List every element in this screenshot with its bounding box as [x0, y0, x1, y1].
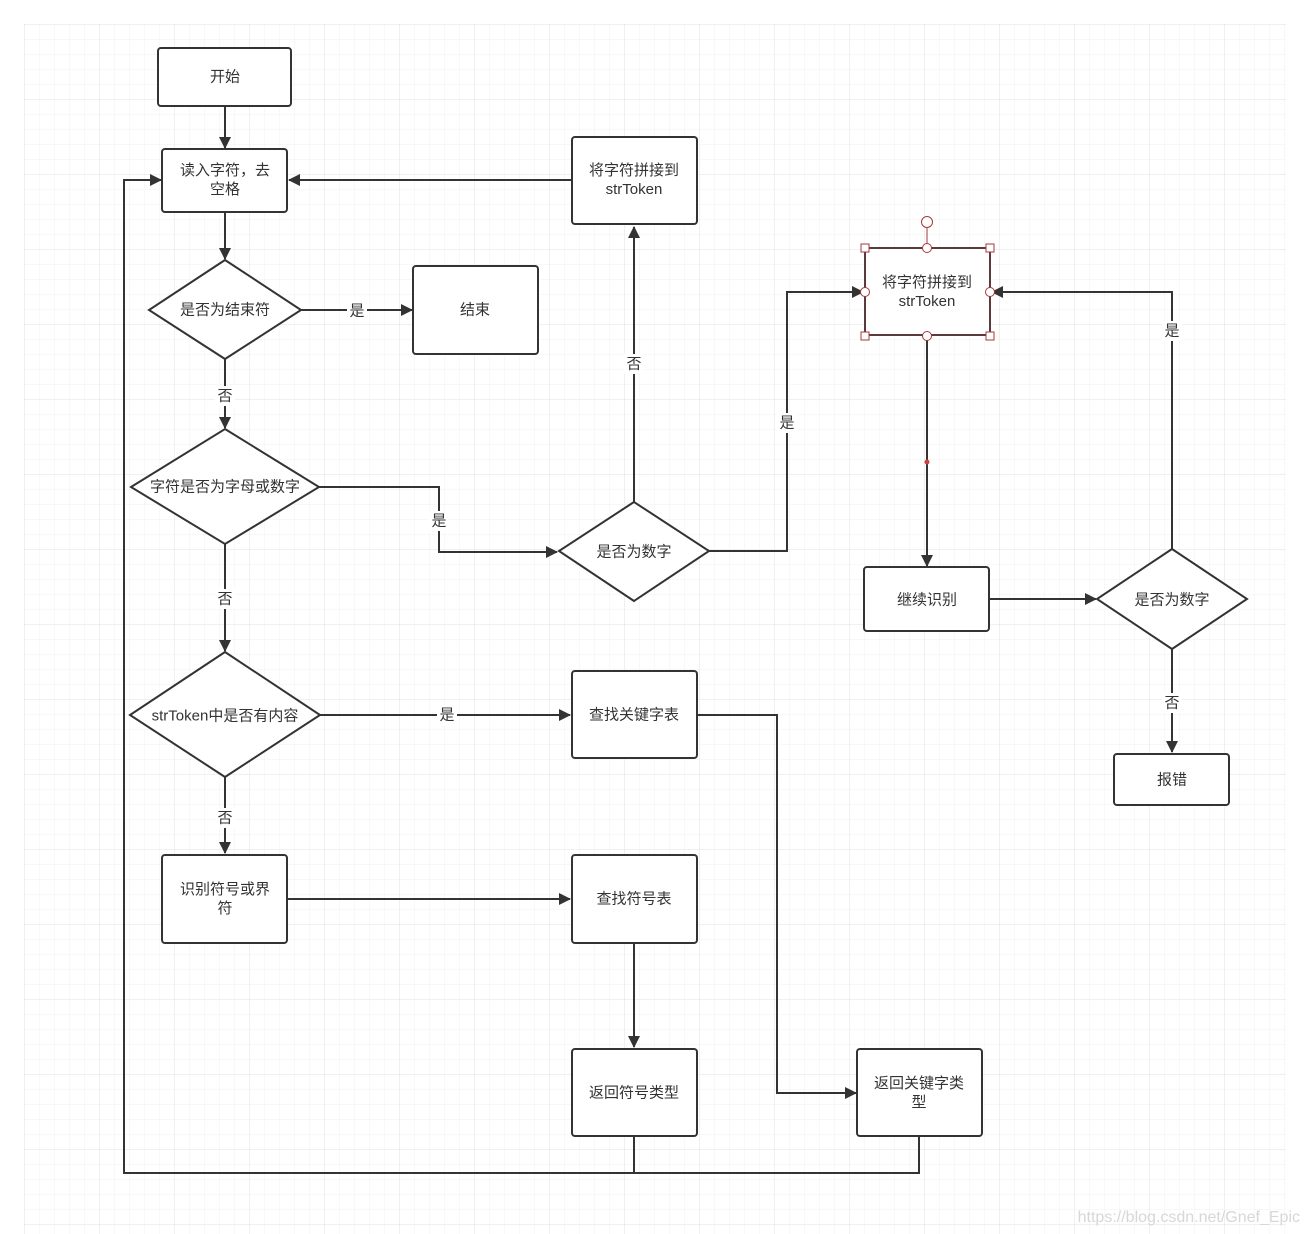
node-start[interactable]: 开始 — [157, 47, 292, 107]
node-label-line: 查找符号表 — [596, 891, 671, 908]
grid-background — [24, 24, 1286, 1234]
label-has-content-no: 否 — [217, 810, 232, 827]
connect-handle-left[interactable] — [860, 287, 870, 297]
node-lookup-keyword-text: 查找关键字表 — [589, 707, 679, 724]
rotate-handle[interactable] — [921, 216, 933, 228]
node-label-line: 型 — [911, 1094, 926, 1111]
node-label-line: 查找关键字表 — [589, 707, 679, 724]
node-report-error-text: 报错 — [1157, 772, 1187, 789]
node-return-symbol[interactable]: 返回符号类型 — [571, 1048, 698, 1137]
node-has-content-text: strToken中是否有内容 — [152, 708, 299, 725]
edge-midpoint-handle[interactable] — [924, 459, 930, 465]
label-is-digit-no: 否 — [626, 356, 641, 373]
resize-handle-tl[interactable] — [860, 243, 870, 253]
node-label-line: 将字符拼接到 — [882, 274, 972, 291]
node-end[interactable]: 结束 — [412, 265, 539, 355]
node-continue-recognize[interactable]: 继续识别 — [863, 566, 990, 632]
edge-return-symbol-to-read[interactable] — [123, 174, 635, 1174]
label-is-digit-right-no: 否 — [1164, 695, 1179, 712]
resize-handle-br[interactable] — [985, 331, 995, 341]
node-return-keyword-text: 返回关键字类型 — [874, 1075, 964, 1111]
label-is-alnum-yes: 是 — [431, 513, 446, 530]
node-concat-selected-text: 将字符拼接到 strToken — [882, 274, 972, 310]
resize-handle-tr[interactable] — [985, 243, 995, 253]
node-read-char[interactable]: 读入字符，去空格 — [161, 148, 288, 213]
label-is-alnum-no: 否 — [217, 591, 232, 608]
node-is-end[interactable]: 是否为结束符 — [147, 258, 303, 361]
node-report-error[interactable]: 报错 — [1113, 753, 1230, 806]
label-is-digit-yes: 是 — [779, 415, 794, 432]
node-label-line: 将字符拼接到 — [589, 162, 679, 179]
node-label-line: 结束 — [460, 302, 490, 319]
node-end-text: 结束 — [460, 302, 490, 319]
edge-lookup-keyword-to-return-keyword[interactable] — [697, 714, 857, 1099]
node-label-line: 返回符号类型 — [589, 1085, 679, 1102]
node-recognize-symbol[interactable]: 识别符号或界符 — [161, 854, 288, 944]
connect-handle-right[interactable] — [985, 287, 995, 297]
node-recognize-symbol-text: 识别符号或界符 — [180, 881, 270, 917]
node-is-digit-mid[interactable]: 是否为数字 — [557, 500, 711, 603]
watermark-text: https://blog.csdn.net/Gnef_Epic — [1078, 1209, 1300, 1226]
edge-return-keyword-to-bus[interactable] — [634, 1137, 920, 1174]
connect-handle-top[interactable] — [922, 243, 932, 253]
node-lookup-keyword[interactable]: 查找关键字表 — [571, 670, 698, 759]
connect-handle-bottom[interactable] — [922, 331, 932, 341]
node-is-end-text: 是否为结束符 — [180, 302, 270, 319]
node-label-line: 是否为结束符 — [180, 302, 270, 319]
node-label-line: 开始 — [210, 69, 240, 86]
node-label-line: 返回关键字类 — [874, 1075, 964, 1092]
node-start-text: 开始 — [210, 69, 240, 86]
node-label-line: 符 — [217, 900, 232, 917]
node-label-line: 是否为数字 — [596, 544, 671, 561]
node-is-digit-right[interactable]: 是否为数字 — [1095, 547, 1249, 651]
label-is-end-yes: 是 — [349, 303, 364, 320]
node-has-content[interactable]: strToken中是否有内容 — [128, 650, 322, 779]
resize-handle-bl[interactable] — [860, 331, 870, 341]
node-label-line: 继续识别 — [897, 592, 957, 609]
node-lookup-symbol-text: 查找符号表 — [596, 891, 671, 908]
nodes: 开始 读入字符，去空格 是否为结束符 结束 字符是否为字母或数字 将字符拼接到 s… — [128, 47, 1249, 1137]
node-label-line: strToken — [899, 293, 956, 310]
node-is-alnum-text: 字符是否为字母或数字 — [150, 479, 300, 496]
node-label-line: 空格 — [210, 181, 240, 198]
node-is-digit-right-text: 是否为数字 — [1134, 592, 1209, 609]
node-label-line: 是否为数字 — [1134, 592, 1209, 609]
node-concat-top-text: 将字符拼接到 strToken — [589, 162, 679, 198]
node-lookup-symbol[interactable]: 查找符号表 — [571, 854, 698, 944]
node-label-line: 字符是否为字母或数字 — [150, 479, 300, 496]
node-read-char-text: 读入字符，去空格 — [180, 162, 270, 198]
selection-handles[interactable] — [860, 216, 995, 341]
node-concat-top[interactable]: 将字符拼接到 strToken — [571, 136, 698, 225]
node-is-alnum[interactable]: 字符是否为字母或数字 — [129, 427, 321, 546]
node-label-line: 识别符号或界 — [180, 881, 270, 898]
label-has-content-yes: 是 — [439, 707, 454, 724]
node-label-line: strToken中是否有内容 — [152, 708, 299, 725]
label-is-digit-right-yes: 是 — [1164, 323, 1179, 340]
edge-labels: 是 否 是 否 否 是 是 否 是 否 — [215, 301, 1182, 828]
edge-is-digit-right-to-concat-selected[interactable] — [991, 286, 1173, 549]
node-return-keyword[interactable]: 返回关键字类型 — [856, 1048, 983, 1137]
label-is-end-no: 否 — [217, 388, 232, 405]
node-label-line: strToken — [606, 181, 663, 198]
node-is-digit-mid-text: 是否为数字 — [596, 544, 671, 561]
node-continue-recognize-text: 继续识别 — [897, 592, 957, 609]
node-return-symbol-text: 返回符号类型 — [589, 1085, 679, 1102]
node-concat-selected[interactable]: 将字符拼接到 strToken — [860, 216, 995, 341]
node-label-line: 读入字符，去 — [180, 162, 270, 179]
node-label-line: 报错 — [1157, 772, 1187, 789]
edges — [123, 107, 1178, 1174]
